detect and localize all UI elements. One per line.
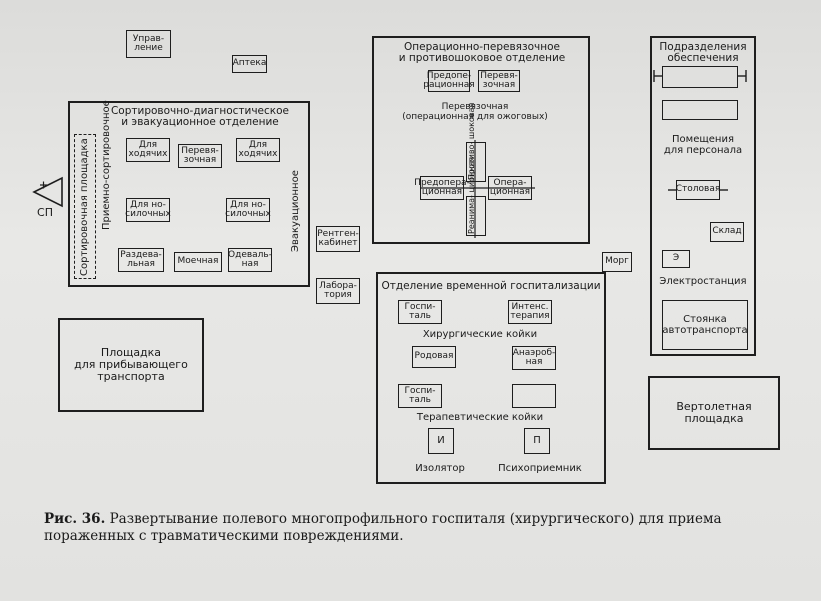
surgical-beds-label: Хирургические койки xyxy=(422,329,538,340)
room-washing xyxy=(174,252,222,272)
morgue-label: Морг xyxy=(605,256,629,267)
laboratory-label: Лабора- тория xyxy=(319,280,357,300)
canteen-label: Столовая xyxy=(675,184,721,195)
warehouse-label: Склад xyxy=(712,226,742,237)
room-hospital-1 xyxy=(398,300,442,324)
isolator-box xyxy=(428,428,454,454)
sorting-area-box xyxy=(74,134,96,279)
reception-label: Приемно-сортировочное xyxy=(101,100,112,230)
psych-symbol: П xyxy=(533,435,541,447)
room-operating xyxy=(488,176,532,200)
undressing-label: Раздева- льная xyxy=(120,249,162,269)
anaerobic-label: Анаэроб- ная xyxy=(512,347,556,367)
room-resuscitation xyxy=(466,196,486,236)
room-dressing-room xyxy=(228,248,272,272)
temporary-title: Отделение временной госпитализации xyxy=(381,280,601,292)
preop-label: Предопера- ционная xyxy=(414,177,470,197)
resuscitation-label: Реанима- ционная xyxy=(467,156,476,234)
helipad-box xyxy=(648,376,780,450)
psych-label: Психоприемник xyxy=(498,463,582,474)
power-symbol: Э xyxy=(672,253,680,264)
room-therapy-2 xyxy=(512,384,556,408)
xray-label: Рентген- кабинет xyxy=(317,228,359,248)
stretcher-2-label: Для но- силочных xyxy=(225,199,271,219)
maternity-label: Родовая xyxy=(414,351,454,362)
management-label: Управ- ление xyxy=(132,33,165,53)
arrival-area-label: Площадка для прибывающего транспорта xyxy=(74,346,188,383)
caption-label: Рис. 36. xyxy=(44,511,106,527)
room-walking-2 xyxy=(236,138,280,162)
isolator-symbol: И xyxy=(437,435,445,447)
isolator-label: Изолятор xyxy=(415,463,465,474)
stretcher-1-label: Для но- силочных xyxy=(125,199,171,219)
dressing-label: Перевя- зочная xyxy=(181,145,219,165)
pharmacy-box xyxy=(232,55,267,73)
burn-dressing-label: Перевязочная (операционная для ожоговых) xyxy=(402,102,548,122)
room-op-dressing xyxy=(478,70,520,92)
pharmacy-label: Аптека xyxy=(232,58,267,69)
xray-box xyxy=(316,226,360,252)
room-preop xyxy=(420,176,464,200)
hospital-2-label: Госпи- таль xyxy=(404,385,436,405)
support-title: Подразделения обеспечения xyxy=(659,41,747,64)
intensive-label: Интенс. терапия xyxy=(510,301,550,321)
sorting-title: Сортировочно-диагностическое и эвакуацио… xyxy=(110,105,290,128)
room-hospital-2 xyxy=(398,384,442,408)
support-room-top xyxy=(662,66,738,88)
support-department xyxy=(650,36,756,356)
washing-label: Моечная xyxy=(177,256,219,267)
operating-title: Операционно-перевязочное и противошоково… xyxy=(398,41,566,64)
canteen-box xyxy=(676,180,720,200)
caption-text: Развертывание полевого многопрофильного … xyxy=(44,511,722,544)
therapeutic-beds-label: Терапевтические койки xyxy=(416,412,544,423)
room-stretcher-2 xyxy=(226,198,270,222)
helipad-label: Вертолетная площадка xyxy=(676,400,752,425)
room-dressing xyxy=(178,144,222,168)
room-preop-dressing xyxy=(428,70,470,92)
operating-department xyxy=(372,36,590,244)
room-intensive xyxy=(508,300,552,324)
warehouse-box xyxy=(710,222,744,242)
dressing-room-label: Одеваль- ная xyxy=(228,249,272,269)
walking-1-label: Для ходячих xyxy=(128,139,168,159)
psych-box xyxy=(524,428,550,454)
room-undressing xyxy=(118,248,164,272)
management-box xyxy=(126,30,171,58)
sp-label: СП xyxy=(37,206,53,219)
preop-dressing-label: Предопе- рационная xyxy=(423,70,475,90)
staff-rooms-label: Помещения для персонала xyxy=(663,134,743,156)
parking-label: Стоянка автотранспорта xyxy=(662,314,748,336)
parking-box xyxy=(662,300,748,350)
morgue-box xyxy=(602,252,632,272)
room-stretcher-1 xyxy=(126,198,170,222)
room-walking-1 xyxy=(126,138,170,162)
power-station-label: Электростанция xyxy=(659,276,747,287)
sp-triangle-icon xyxy=(32,176,63,208)
evacuation-label: Эвакуационное xyxy=(290,170,301,252)
walking-2-label: Для ходячих xyxy=(238,139,278,159)
laboratory-box xyxy=(316,278,360,304)
hospital-1-label: Госпи- таль xyxy=(404,301,436,321)
support-room-2 xyxy=(662,100,738,120)
room-maternity xyxy=(412,346,456,368)
operating-label: Опера- ционная xyxy=(489,177,531,197)
figure-caption: Рис. 36. Развертывание полевого многопро… xyxy=(44,511,764,545)
power-generator-icon xyxy=(662,250,690,268)
op-dressing-label: Перевя- зочная xyxy=(480,70,518,90)
temporary-department xyxy=(376,272,606,484)
arrival-area-box xyxy=(58,318,204,412)
sorting-department xyxy=(68,101,310,287)
sorting-area-label: Сортировочная площадка xyxy=(79,138,90,276)
room-anaerobic xyxy=(512,346,556,370)
room-anti-shock xyxy=(466,142,486,182)
